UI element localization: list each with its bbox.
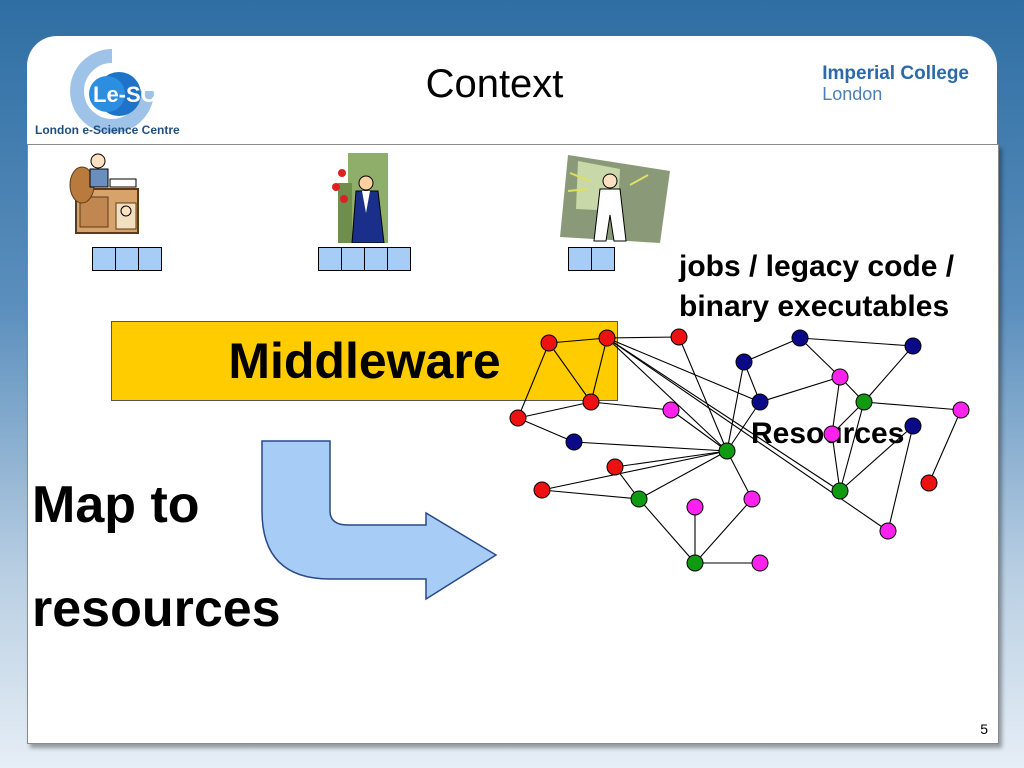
network-edge: [726, 450, 753, 500]
network-edge: [517, 417, 575, 443]
network-edge: [541, 450, 728, 491]
resource-node-red: [533, 481, 551, 499]
network-edge: [799, 337, 841, 378]
network-edge: [799, 337, 914, 347]
job-cell: [115, 247, 139, 271]
network-edge: [863, 401, 962, 411]
resource-node-magenta: [879, 522, 897, 540]
resource-node-green: [630, 490, 648, 508]
network-edge: [517, 342, 550, 419]
businessman-at-desk-icon: [69, 153, 139, 234]
jobs-text-line1: jobs / legacy code /: [679, 250, 955, 283]
network-edge: [606, 337, 841, 492]
juggling-businessman-icon: [332, 153, 388, 243]
network-edge: [726, 361, 745, 452]
enlightened-man-icon: [560, 155, 670, 243]
job-cells-group-3: [568, 247, 615, 271]
job-cells-group-1: [92, 247, 162, 271]
page-number: 5: [980, 721, 988, 737]
resource-node-red: [598, 329, 616, 347]
network-edge: [839, 401, 865, 492]
network-edge: [517, 401, 592, 419]
network-edge: [670, 409, 728, 452]
curved-arrow: [261, 440, 498, 601]
slide-header: Le-SC London e-Science Centre Context Im…: [27, 36, 997, 144]
job-cell: [318, 247, 342, 271]
imperial-logo-line1: Imperial College: [822, 63, 969, 84]
network-edge: [638, 498, 696, 564]
network-edge: [590, 337, 608, 403]
resource-node-green: [686, 554, 704, 572]
resource-node-red: [606, 458, 624, 476]
resource-node-navy: [904, 417, 922, 435]
network-edge: [606, 336, 680, 339]
network-edge: [614, 450, 728, 468]
jobs-description: jobs / legacy code / binary executables: [679, 247, 954, 327]
resource-node-red: [920, 474, 938, 492]
resource-node-red: [670, 328, 688, 346]
resource-node-red: [509, 409, 527, 427]
resource-network: [509, 328, 970, 572]
resource-node-magenta: [952, 401, 970, 419]
map-to-label: Map to: [32, 476, 200, 534]
resource-node-navy: [751, 393, 769, 411]
job-cell: [341, 247, 365, 271]
resource-node-magenta: [751, 554, 769, 572]
resource-node-green: [855, 393, 873, 411]
resource-node-red: [540, 334, 558, 352]
network-edge: [606, 337, 761, 403]
resource-node-green: [718, 442, 736, 460]
resource-node-navy: [904, 337, 922, 355]
job-cell: [387, 247, 411, 271]
imperial-college-logo: Imperial College London: [822, 63, 969, 105]
network-edge: [606, 337, 728, 452]
network-edge: [678, 336, 728, 452]
slide-content: jobs / legacy code / binary executables …: [27, 144, 999, 744]
resource-node-red: [582, 393, 600, 411]
network-edge: [831, 433, 841, 492]
jobs-text-line2: binary executables: [679, 290, 950, 323]
network-edge: [541, 489, 640, 500]
network-edge: [928, 409, 962, 484]
resource-node-magenta: [823, 425, 841, 443]
resource-node-navy: [735, 353, 753, 371]
resource-node-green: [831, 482, 849, 500]
resource-node-magenta: [686, 498, 704, 516]
network-edge: [590, 401, 672, 411]
network-edge: [573, 441, 728, 452]
lesc-logo-text: Le-SC: [93, 82, 157, 107]
org-caption: London e-Science Centre: [35, 123, 180, 137]
resource-node-navy: [565, 433, 583, 451]
job-cell: [568, 247, 592, 271]
slide-title: Context: [425, 62, 564, 106]
job-cell: [591, 247, 615, 271]
network-edge: [548, 337, 608, 344]
network-edge: [726, 401, 761, 452]
network-edge: [638, 450, 728, 500]
network-edge: [694, 498, 753, 564]
job-cell: [138, 247, 162, 271]
network-edge: [887, 425, 914, 532]
resource-node-magenta: [743, 490, 761, 508]
network-edge: [831, 376, 841, 435]
network-edge: [743, 337, 801, 363]
lesc-logo: Le-SC: [70, 49, 157, 133]
job-cell: [92, 247, 116, 271]
resource-node-magenta: [662, 401, 680, 419]
network-edge: [863, 345, 914, 403]
middleware-box: Middleware: [111, 321, 618, 401]
imperial-logo-line2: London: [822, 84, 883, 104]
network-edge: [839, 425, 914, 492]
resource-node-magenta: [831, 368, 849, 386]
resource-node-navy: [791, 329, 809, 347]
resources-label-left: resources: [32, 580, 281, 638]
network-edge: [548, 342, 592, 403]
job-cells-group-2: [318, 247, 411, 271]
network-edge: [759, 376, 841, 403]
